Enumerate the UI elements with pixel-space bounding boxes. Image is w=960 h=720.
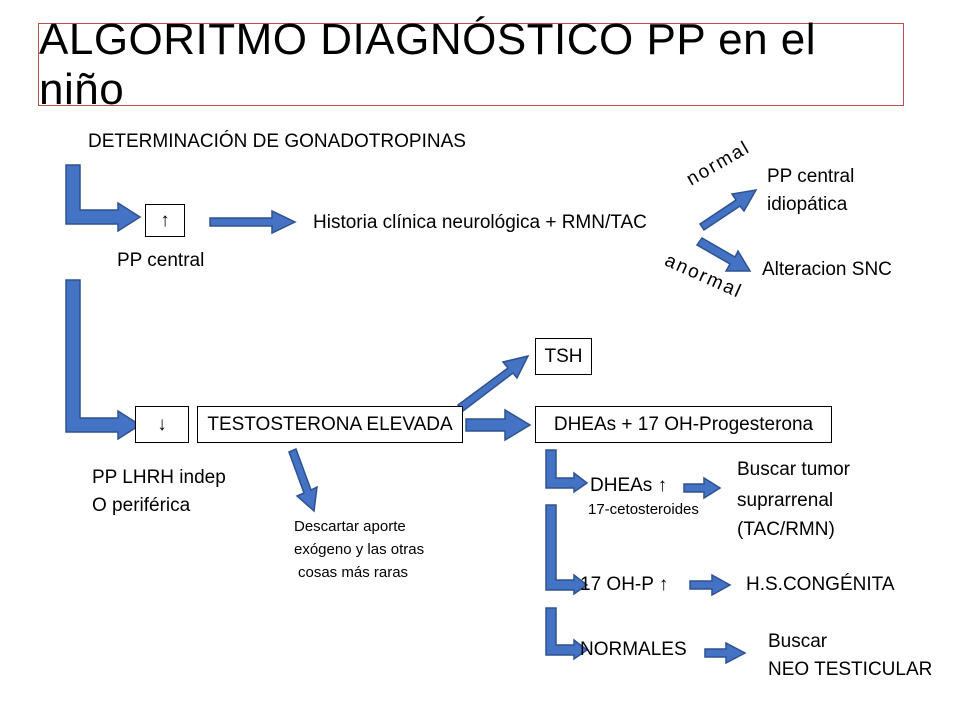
arrow-to-descartar <box>288 447 318 513</box>
down-symbol-box: ↓ <box>135 406 189 443</box>
arrow-abnormal <box>695 237 752 272</box>
tsh-box: TSH <box>535 338 592 375</box>
descartar-text-2: exógeno y las otras <box>294 541 425 558</box>
buscar-neo-1: Buscar <box>768 631 828 652</box>
title-box: ALGORITMO DIAGNÓSTICO PP en el niño <box>38 15 904 114</box>
normales-label: NORMALES <box>580 639 687 660</box>
arrow-to-tsh <box>456 354 530 413</box>
pp-central-idiopatica-1: PP central <box>767 166 855 187</box>
bent-arrow-down-branch <box>65 279 142 441</box>
bent-arrow-normales <box>545 607 589 661</box>
up-symbol-box: ↑ <box>145 204 185 237</box>
pp-lhrh-label-2: O periférica <box>92 495 191 516</box>
header-label: DETERMINACIÓN DE GONADOTROPINAS <box>88 131 466 152</box>
arrow-normal <box>698 189 758 232</box>
arrow-to-historia <box>209 209 297 235</box>
descartar-text-1: Descartar aporte <box>294 518 406 535</box>
dheas-17ohp-box: DHEAs + 17 OH-Progesterona <box>535 406 832 443</box>
hs-congenita-label: H.S.CONGÉNITA <box>746 574 895 595</box>
buscar-neo-2: NEO TESTICULAR <box>768 659 933 680</box>
arrow-to-neo <box>704 641 747 665</box>
bent-arrow-17ohp <box>545 504 589 596</box>
pp-lhrh-label-1: PP LHRH indep <box>92 467 226 488</box>
dheas-up-label: DHEAs ↑ <box>590 475 668 496</box>
17ohp-up-label: 17 OH-P ↑ <box>580 574 669 595</box>
testosterona-box: TESTOSTERONA ELEVADA <box>197 406 463 443</box>
buscar-tumor-1: Buscar tumor <box>737 459 850 480</box>
buscar-tumor-2: suprarrenal <box>737 490 834 511</box>
pp-central-idiopatica-2: idiopática <box>767 194 848 215</box>
page-title: ALGORITMO DIAGNÓSTICO PP en el niño <box>39 14 817 114</box>
arrow-to-dheas-box <box>465 408 532 442</box>
buscar-tumor-3: (TAC/RMN) <box>737 519 835 540</box>
pp-central-label: PP central <box>117 250 205 271</box>
arrow-to-hsc <box>689 573 732 597</box>
historia-clinica-label: Historia clínica neurológica + RMN/TAC <box>313 212 647 233</box>
arrow-to-tumor <box>683 476 722 500</box>
cetosteroides-label: 17-cetosteroides <box>588 501 699 518</box>
bent-arrow-dheas <box>545 449 589 494</box>
alteracion-snc-label: Alteracion SNC <box>762 259 892 280</box>
bent-arrow-up-branch <box>65 164 142 233</box>
descartar-text-3: cosas más raras <box>298 564 409 581</box>
